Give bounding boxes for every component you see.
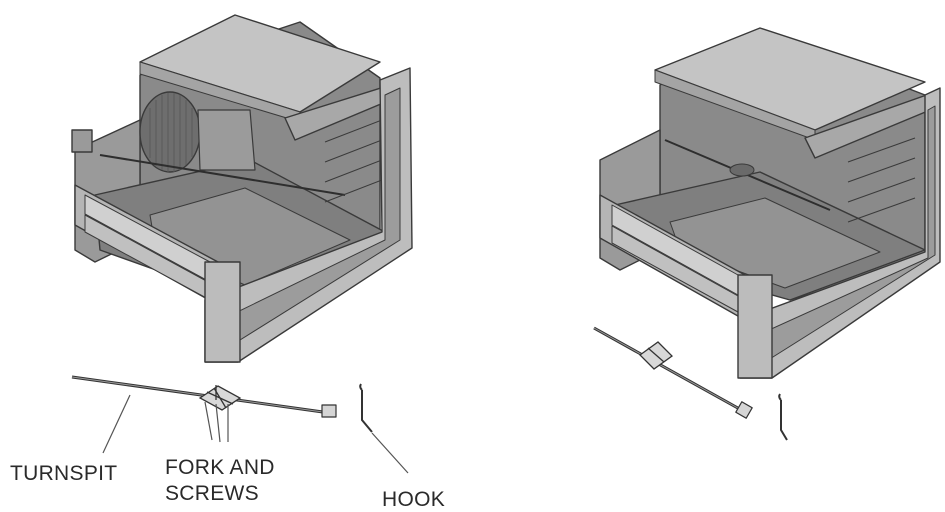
oven-right-spit-fork — [729, 163, 755, 177]
leader-hook — [371, 432, 409, 474]
oven-left-side-mount — [71, 129, 93, 153]
hook-left-icon — [361, 390, 373, 433]
label-fork-and: FORK AND — [165, 456, 275, 479]
turnspit-end-cap — [321, 404, 337, 418]
oven-left — [71, 14, 413, 363]
leader-turnspit — [102, 394, 131, 454]
label-hook: HOOK — [382, 488, 446, 511]
hook-left-tip — [359, 383, 363, 391]
turnspit-right — [593, 326, 753, 419]
oven-left-front-pillar — [204, 261, 241, 363]
label-screws: SCREWS — [165, 482, 259, 505]
turnspit-left — [71, 375, 337, 418]
fork-and-screws-right — [639, 341, 673, 370]
hook-right-icon — [780, 400, 788, 441]
fan-housing — [197, 109, 256, 171]
fork-and-screws-left — [198, 385, 242, 411]
leader-lines — [102, 394, 409, 474]
leader-fork-1 — [204, 401, 213, 441]
convection-fan-icon — [139, 91, 201, 173]
oven-left-spit-rod — [99, 154, 346, 196]
label-turnspit: TURNSPIT — [10, 462, 118, 485]
oven-right — [599, 27, 941, 379]
fan-grille — [149, 93, 193, 172]
turnspit-right-end-cap — [735, 401, 753, 419]
rack-guides-left-oven — [324, 119, 383, 203]
hook-right-tip — [778, 393, 782, 401]
oven-right-front-pillar — [737, 274, 773, 379]
leader-fork-2 — [215, 403, 221, 443]
rack-guides-right-oven — [847, 137, 916, 223]
